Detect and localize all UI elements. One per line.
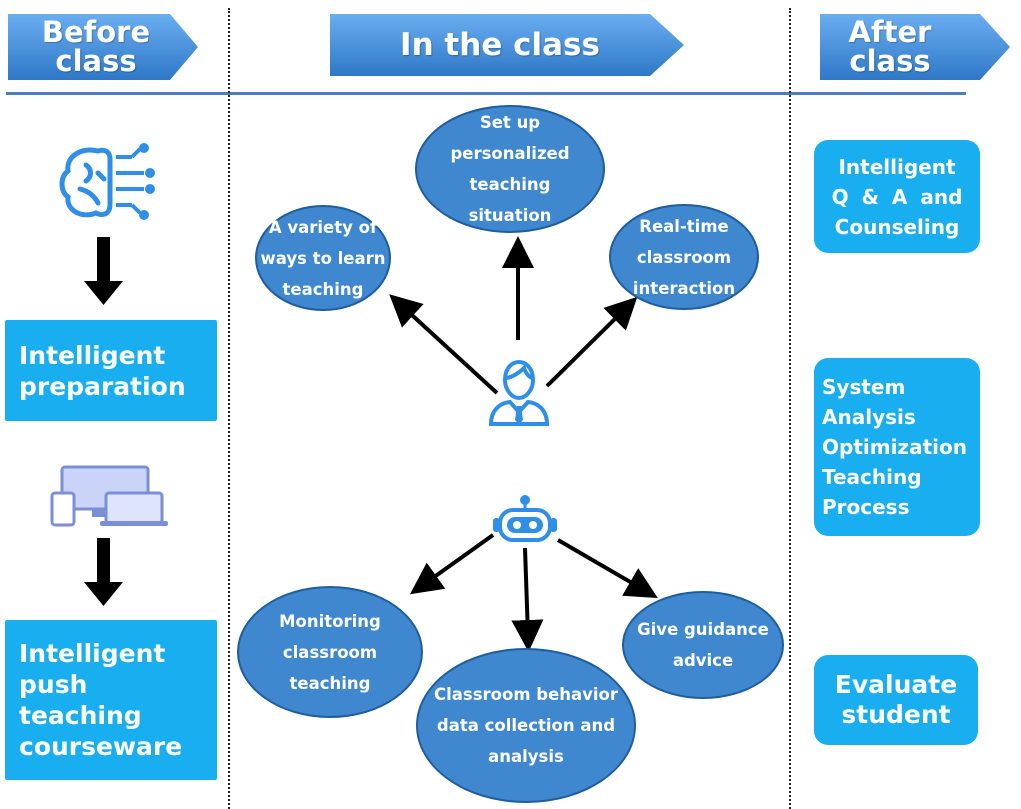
arrow-to-monitoring — [409, 533, 495, 595]
system-analysis-box: System Analysis Optimization Teaching Pr… — [814, 358, 980, 536]
behavior-data-ellipse: Classroom behavior data collection and a… — [416, 648, 636, 803]
arrow-to-variety-of-ways — [389, 294, 499, 395]
column-divider-left — [228, 8, 230, 809]
banner-arrow-shape — [8, 14, 198, 80]
down-arrow — [84, 237, 123, 305]
before-class-label: Before class — [41, 15, 151, 78]
after-class-label: After class — [848, 15, 932, 78]
qa-counseling-box: Intelligent Q & A and Counseling — [814, 140, 980, 253]
teacher-icon — [488, 359, 550, 426]
variety-of-ways-ellipse: A variety of ways to learn teaching — [255, 205, 391, 311]
after-class-banner: After class — [820, 12, 1012, 82]
arrow-to-behavior-data — [511, 547, 544, 652]
monitoring-ellipse: Monitoring classroom teaching — [237, 586, 423, 718]
evaluate-student-box: Evaluate student — [814, 655, 978, 745]
down-arrow — [84, 538, 123, 606]
robot-icon — [493, 495, 557, 542]
devices-icon — [50, 465, 168, 527]
header-divider — [6, 92, 966, 95]
column-divider-right — [789, 8, 791, 809]
arrow-to-guidance — [556, 538, 658, 599]
real-time-interaction-ellipse: Real-time classroom interaction — [609, 204, 759, 310]
arrow-to-real-time-interaction — [545, 296, 638, 388]
in-the-class-label: In the class — [400, 26, 600, 63]
banner-arrow-shape — [330, 14, 684, 76]
banner-arrow-shape — [820, 14, 1010, 80]
intelligent-preparation-box: Intelligent preparation — [5, 320, 217, 421]
brain-circuit-icon — [59, 143, 155, 220]
guidance-advice-ellipse: Give guidance advice — [622, 591, 784, 699]
before-class-banner: Before class — [8, 12, 200, 82]
intelligent-push-courseware-box: Intelligent push teaching courseware — [5, 620, 217, 780]
personalized-situation-ellipse: Set up personalized teaching situation — [415, 105, 605, 233]
in-the-class-banner: In the class — [330, 12, 686, 78]
